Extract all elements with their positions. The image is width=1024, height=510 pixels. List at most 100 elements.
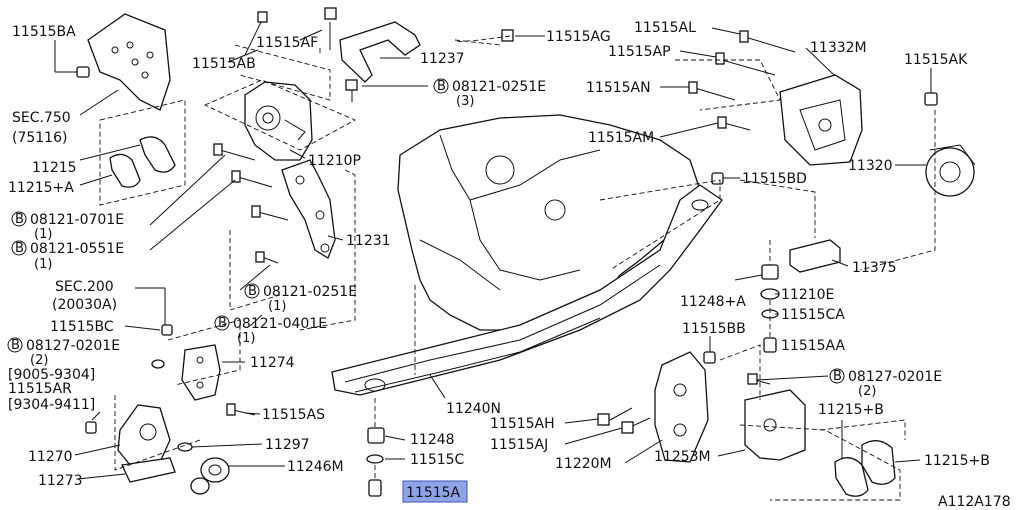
assembly-guides [99, 35, 936, 501]
mount-11320 [925, 144, 976, 197]
label-11248a: 11248+A [680, 294, 746, 310]
nut-11515bb [703, 351, 716, 364]
label-sec200: SEC.200 [55, 279, 114, 295]
label-11253m: 11253M [654, 449, 711, 465]
label-08121-0251e-upper: 08121-0251E [452, 79, 546, 95]
diagram-reference: A112A178 [938, 494, 1011, 510]
label-11220m: 11220M [555, 456, 612, 472]
label-11246m: 11246M [287, 459, 344, 475]
label-11215: 11215 [32, 160, 77, 176]
label-11297: 11297 [265, 437, 310, 453]
pad-11215b-right [861, 440, 896, 485]
bracket-11253m [744, 389, 806, 461]
callouts: 11515BA SEC.750 (75116) 11215 11215+A B … [7, 20, 1011, 510]
label-11375: 11375 [852, 260, 897, 276]
pad-11215b-left [834, 457, 869, 497]
nut-11248 [367, 427, 385, 444]
circled-b-icon [433, 78, 449, 94]
part-11375 [789, 239, 841, 273]
nut-11515bd [711, 172, 724, 185]
bolt-11515ar [85, 421, 97, 434]
label-11215b-right: 11215+B [924, 453, 990, 469]
label-11515ar: 11515AR [8, 381, 72, 397]
pad-11215a [109, 153, 141, 188]
bracket-11273 [121, 457, 176, 483]
circled-b-icon [829, 368, 845, 384]
label-11515ak: 11515AK [904, 52, 968, 68]
bracket-11274 [181, 344, 221, 401]
label-08121-0551e: 08121-0551E [30, 241, 124, 257]
circled-b-letter: B [218, 316, 227, 331]
label-11240n: 11240N [446, 401, 501, 417]
label-9005-9304: [9005-9304] [8, 367, 95, 383]
circled-b-icon [244, 283, 260, 299]
label-11515al: 11515AL [634, 20, 696, 36]
label-11210e: 11210E [781, 287, 834, 303]
bolt-11515bc [161, 324, 173, 336]
circled-b-letter: B [833, 369, 842, 384]
label-11332m: 11332M [810, 40, 867, 56]
label-20030a: (20030A) [52, 297, 117, 313]
label-11515af: 11515AF [256, 35, 318, 51]
label-11248: 11248 [410, 432, 455, 448]
bolt-11515ba [76, 66, 90, 78]
label-qty-3: (3) [456, 94, 474, 109]
label-qty-2a: (2) [30, 353, 48, 368]
mount-11270 [117, 404, 171, 466]
label-11515bd: 11515BD [742, 171, 807, 187]
label-11515a: 11515A [406, 485, 461, 501]
label-11515ap: 11515AP [608, 44, 671, 60]
label-11515bc: 11515BC [50, 319, 114, 335]
label-11515ab: 11515AB [192, 56, 256, 72]
label-11515aa: 11515AA [781, 338, 846, 354]
mount-11332m [779, 74, 863, 166]
circled-b-icon [11, 211, 27, 227]
label-sec750: SEC.750 [12, 110, 71, 126]
label-11515ca: 11515CA [781, 307, 845, 323]
label-11274: 11274 [250, 355, 295, 371]
washer-11515c [366, 454, 384, 464]
bracket-11237 [339, 21, 421, 83]
mount-11210p [244, 81, 313, 161]
bracket-11231 [281, 159, 336, 259]
bolts [213, 7, 796, 434]
label-11515ba: 11515BA [12, 24, 76, 40]
nut-11248a [761, 264, 779, 280]
label-11273: 11273 [38, 473, 83, 489]
label-08127-0201e-right: 08127-0201E [848, 369, 942, 385]
circled-b-letter: B [15, 212, 24, 227]
label-qty-1a: (1) [34, 227, 52, 242]
bolt-11515a [368, 479, 382, 497]
label-11270: 11270 [28, 449, 73, 465]
label-11515ag: 11515AG [546, 29, 611, 45]
label-08127-0201e-left: 08127-0201E [26, 338, 120, 354]
label-qty-2b: (2) [858, 384, 876, 399]
label-11515as: 11515AS [262, 407, 325, 423]
label-11515c: 11515C [410, 452, 465, 468]
label-qty-1c: (1) [268, 299, 286, 314]
label-11215b-upper: 11215+B [818, 402, 884, 418]
bracket-sec750 [87, 13, 171, 111]
circled-b-letter: B [11, 338, 20, 353]
circled-b-letter: B [248, 284, 257, 299]
label-11515an: 11515AN [586, 80, 651, 96]
circled-b-icon [11, 240, 27, 256]
label-08121-0251e-lower: 08121-0251E [263, 284, 357, 300]
bracket-11220m [654, 351, 709, 463]
label-11515bb: 11515BB [682, 321, 746, 337]
label-11210p: 11210P [308, 153, 361, 169]
circled-b-letter: B [437, 79, 446, 94]
label-11320: 11320 [848, 158, 893, 174]
label-11515am: 11515AM [588, 130, 654, 146]
label-11237: 11237 [420, 51, 465, 67]
circled-b-letter: B [15, 241, 24, 256]
bolt-11515aa [763, 337, 777, 353]
mount-11246m [190, 457, 230, 495]
label-11231: 11231 [346, 233, 391, 249]
label-qty-1d: (1) [237, 331, 255, 346]
washer-08127-left [151, 359, 165, 369]
engine-block [397, 114, 701, 331]
label-9304-9411: [9304-9411] [8, 397, 95, 413]
label-08121-0701e: 08121-0701E [30, 212, 124, 228]
